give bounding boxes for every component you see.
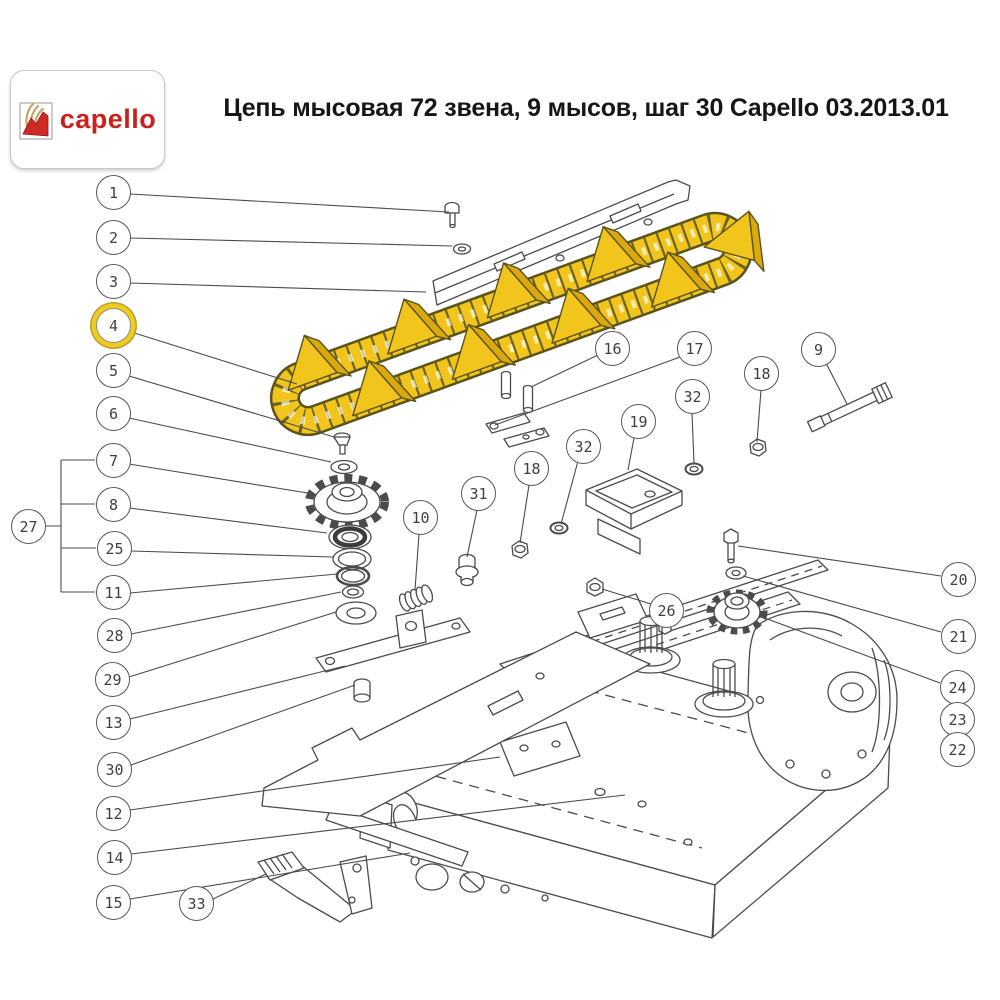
callout-18-left: 18 bbox=[514, 451, 549, 486]
callout-9: 9 bbox=[801, 332, 836, 367]
callout-8: 8 bbox=[96, 487, 131, 522]
callout-15: 15 bbox=[96, 885, 131, 920]
callout-24: 24 bbox=[940, 670, 975, 705]
callout-27: 27 bbox=[11, 509, 46, 544]
callout-20: 20 bbox=[941, 562, 976, 597]
capello-logo-text: capello bbox=[59, 104, 157, 134]
callout-13: 13 bbox=[96, 705, 131, 740]
callout-14: 14 bbox=[97, 840, 132, 875]
callout-16: 16 bbox=[595, 331, 630, 366]
chain-part-drawing bbox=[270, 201, 779, 436]
callout-4-highlighted: 4 bbox=[96, 308, 131, 343]
callout-5: 5 bbox=[96, 353, 131, 388]
callout-2: 2 bbox=[96, 220, 131, 255]
callout-21: 21 bbox=[941, 619, 976, 654]
callout-33: 33 bbox=[179, 886, 214, 921]
gearbox-part-drawing bbox=[621, 610, 898, 792]
leader-lines bbox=[46, 193, 942, 900]
callout-10: 10 bbox=[403, 500, 438, 535]
mid-parts-drawing bbox=[398, 370, 893, 612]
callout-26: 26 bbox=[649, 593, 684, 628]
callout-7: 7 bbox=[96, 443, 131, 478]
callout-31: 31 bbox=[461, 476, 496, 511]
callout-11: 11 bbox=[96, 575, 131, 610]
callout-32-right: 32 bbox=[675, 379, 710, 414]
callout-12: 12 bbox=[96, 796, 131, 831]
callout-30: 30 bbox=[97, 752, 132, 787]
callout-19: 19 bbox=[621, 404, 656, 439]
arm-part-drawing bbox=[315, 609, 471, 703]
small-parts-right-drawing bbox=[586, 528, 768, 635]
capello-logo-icon bbox=[19, 102, 53, 139]
callout-23: 23 bbox=[940, 702, 975, 737]
page-title: Цепь мысовая 72 звена, 9 мысов, шаг 30 C… bbox=[223, 94, 949, 122]
callout-17: 17 bbox=[677, 331, 712, 366]
callout-3: 3 bbox=[96, 264, 131, 299]
sprocket-stack-drawing bbox=[305, 432, 389, 625]
callout-6: 6 bbox=[96, 396, 131, 431]
callout-1: 1 bbox=[96, 175, 131, 210]
callout-29: 29 bbox=[95, 662, 130, 697]
callout-32-left: 32 bbox=[566, 429, 601, 464]
callout-28: 28 bbox=[97, 618, 132, 653]
guide-rail-drawing bbox=[432, 179, 691, 306]
shield-plate-drawing bbox=[261, 631, 651, 817]
capello-logo: capello bbox=[10, 70, 165, 169]
callout-18-right: 18 bbox=[744, 356, 779, 391]
callout-25: 25 bbox=[97, 531, 132, 566]
callout-22: 22 bbox=[940, 732, 975, 767]
bracket-part-drawing bbox=[257, 851, 373, 923]
